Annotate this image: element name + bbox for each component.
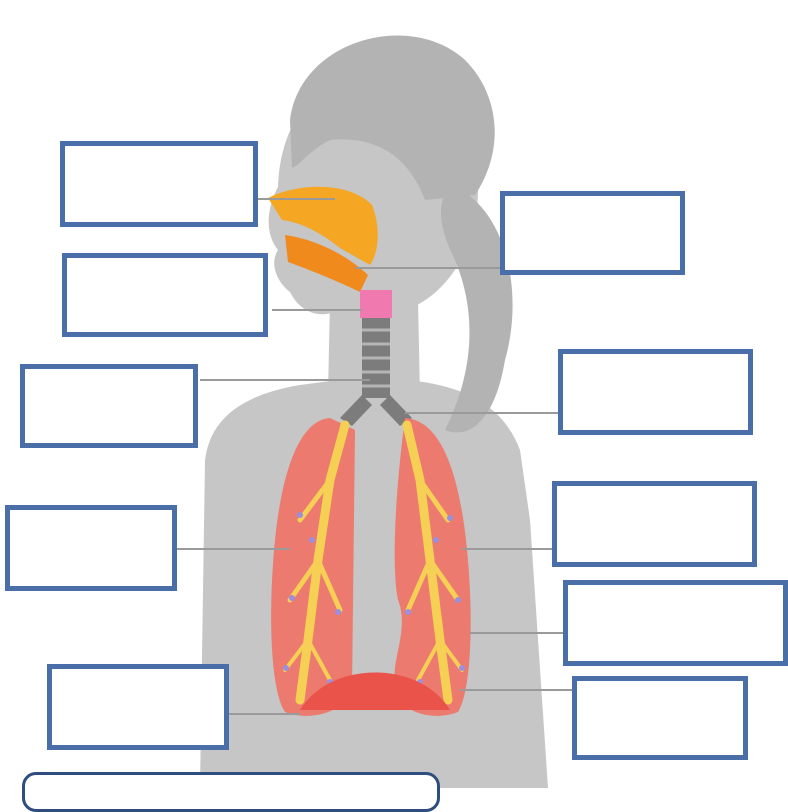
label-box-left-lung[interactable] [5, 505, 177, 591]
larynx [360, 290, 392, 318]
label-box-bronchiole[interactable] [552, 481, 757, 567]
label-box-pharynx[interactable] [500, 191, 685, 275]
label-box-nasal-cavity[interactable] [60, 141, 258, 227]
label-box-trachea[interactable] [20, 364, 198, 448]
label-box-right-lung[interactable] [563, 580, 788, 666]
label-box-alveoli[interactable] [572, 676, 748, 760]
label-box-larynx[interactable] [62, 253, 268, 337]
label-box-bronchus[interactable] [558, 349, 753, 435]
label-box-diaphragm[interactable] [47, 664, 229, 750]
bottom-panel [22, 772, 440, 812]
